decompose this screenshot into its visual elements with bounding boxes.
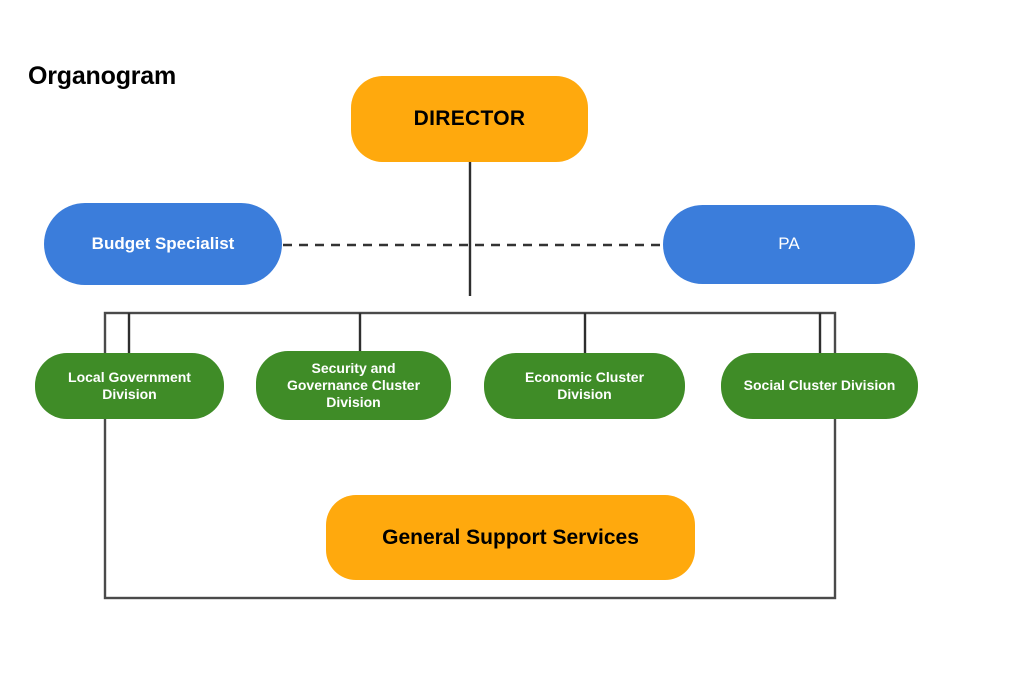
node-pa-label: PA: [778, 234, 800, 254]
node-general-support-services[interactable]: General Support Services: [326, 495, 695, 580]
node-budget-specialist-label: Budget Specialist: [91, 233, 235, 253]
node-director-label: DIRECTOR: [413, 107, 526, 131]
node-division-security-governance-label: Security and Governance Cluster Division: [286, 359, 421, 411]
node-pa[interactable]: PA: [663, 205, 915, 284]
node-division-local-government[interactable]: Local Government Division: [35, 353, 224, 419]
node-division-security-governance[interactable]: Security and Governance Cluster Division: [256, 351, 451, 420]
page-title: Organogram: [28, 62, 177, 90]
node-division-social-cluster-label: Social Cluster Division: [743, 377, 896, 394]
node-director[interactable]: DIRECTOR: [351, 76, 588, 162]
node-division-economic-cluster[interactable]: Economic Cluster Division: [484, 353, 685, 419]
node-division-economic-cluster-label: Economic Cluster Division: [524, 368, 645, 402]
node-division-social-cluster[interactable]: Social Cluster Division: [721, 353, 918, 419]
node-general-support-services-label: General Support Services: [382, 525, 639, 549]
division-enclosure: [103, 311, 837, 600]
node-division-local-government-label: Local Government Division: [68, 368, 191, 402]
node-budget-specialist[interactable]: Budget Specialist: [44, 203, 282, 285]
